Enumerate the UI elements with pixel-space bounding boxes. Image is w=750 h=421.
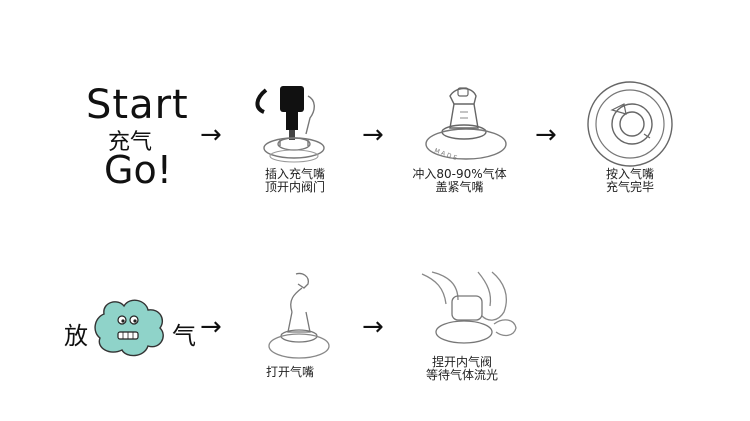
svg-text:M A D E: M A D E — [433, 147, 458, 162]
arrow-right-icon: → — [200, 120, 222, 150]
deflate-left-char: 放 — [64, 322, 88, 350]
arrow-right-icon: → — [362, 120, 384, 150]
step-1-caption: 插入充气嘴 顶开内阀门 — [250, 168, 340, 194]
deflate-right-char: 气 — [172, 322, 196, 350]
step-2-line2: 盖紧气嘴 — [435, 180, 484, 194]
deflate-step-2-line1: 捏开内气阀 — [431, 355, 492, 369]
arrow-right-icon: → — [535, 120, 557, 150]
insert-nozzle-illustration — [255, 86, 325, 163]
step-3-line2: 充气完毕 — [605, 180, 654, 194]
arrow-right-icon: → — [200, 312, 222, 342]
deflate-step-1-caption: 打开气嘴 — [250, 366, 330, 379]
closed-valve-illustration — [587, 81, 673, 167]
arrow-right-icon: → — [362, 312, 384, 342]
cloud-face-icon — [94, 299, 164, 357]
deflate-step-2-caption: 捏开内气阀 等待气体流光 — [412, 356, 512, 382]
inflate-title-cn: 充气 — [108, 130, 153, 155]
go-title: Go! — [104, 148, 172, 192]
start-title: Start — [86, 82, 189, 128]
step-1-line1: 插入充气嘴 — [264, 167, 325, 181]
step-3-caption: 按入气嘴 充气完毕 — [585, 168, 675, 194]
step-2-caption: 冲入80-90%气体 盖紧气嘴 — [402, 168, 517, 194]
step-2-line1: 冲入80-90%气体 — [412, 167, 507, 181]
deflate-step-1-line1: 打开气嘴 — [265, 365, 314, 379]
deflate-step-2-line2: 等待气体流光 — [425, 368, 498, 382]
step-1-line2: 顶开内阀门 — [264, 180, 325, 194]
pinch-valve-illustration — [421, 271, 517, 344]
fill-valve-illustration: M A D E — [425, 87, 507, 162]
step-3-line1: 按入气嘴 — [605, 167, 654, 181]
open-valve-illustration — [268, 272, 330, 359]
